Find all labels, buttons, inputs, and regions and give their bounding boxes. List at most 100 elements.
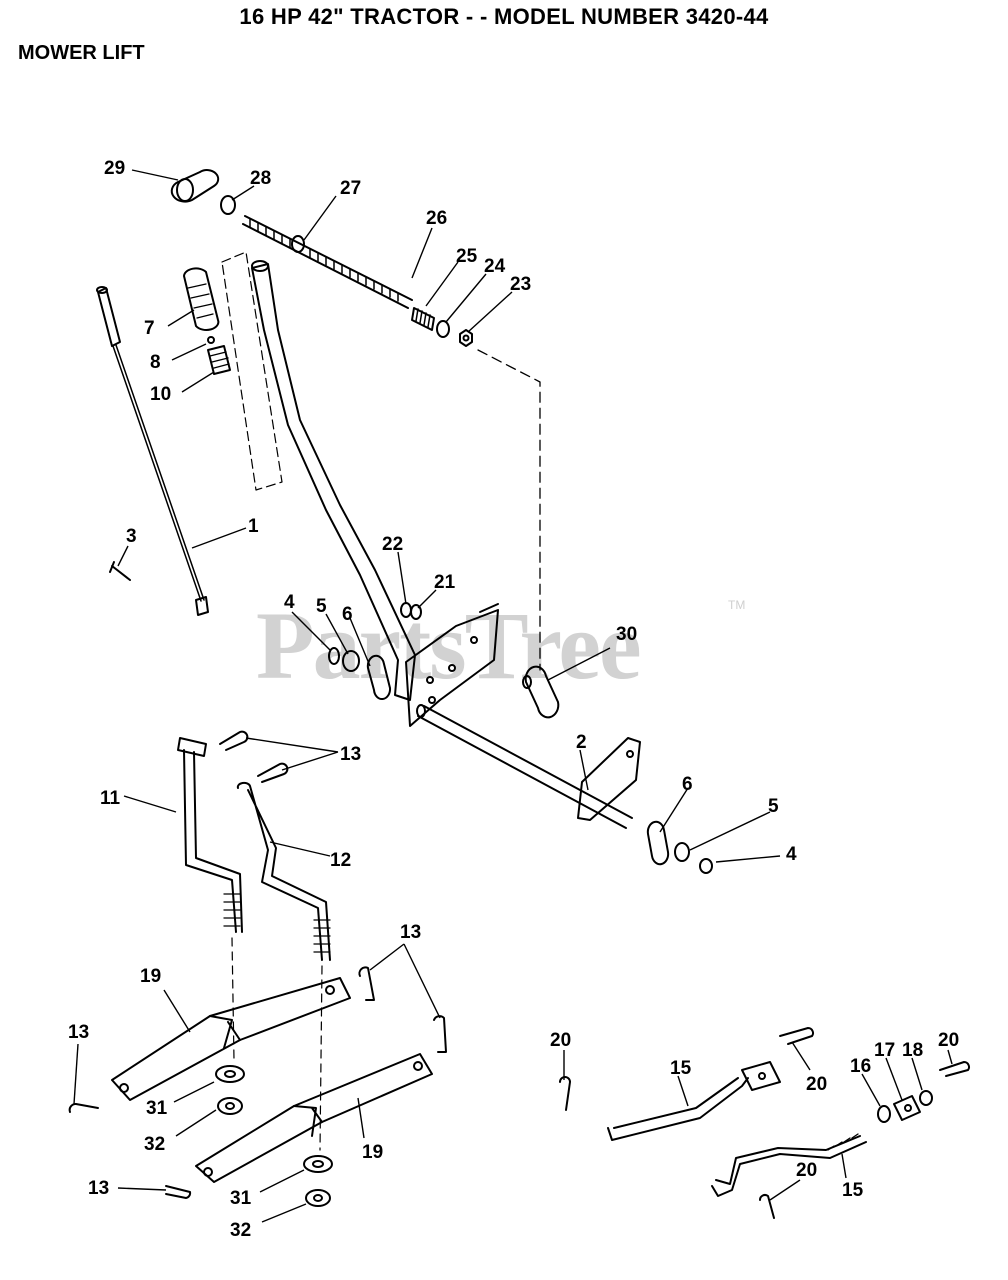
callout-8: 8 [150,352,161,373]
callout-2: 2 [576,732,587,753]
hairpin-20b [779,1027,814,1045]
callout-1: 1 [248,516,259,537]
lift-handle [251,260,416,701]
callout-3: 3 [126,526,137,547]
washer-16 [877,1105,891,1123]
callout-32-upper: 32 [144,1134,165,1155]
callout-30: 30 [616,624,637,645]
callout-11: 11 [100,788,121,809]
callout-32-lower: 32 [230,1220,251,1241]
threaded-rod-27 [242,215,413,309]
swivel-17 [893,1095,921,1121]
hairpin-13d [433,1015,447,1053]
washer-21 [410,604,422,620]
mounting-plate [405,603,499,727]
callout-4-lower: 4 [786,844,797,865]
callout-13-right: 13 [400,922,421,943]
nut-23 [459,329,473,347]
callout-26: 26 [426,208,447,229]
bushing-5b [674,842,690,862]
lift-link-12 [236,781,331,961]
callout-24: 24 [484,256,506,277]
hairpin-13c [358,966,375,1001]
lift-arm-19a [111,977,351,1101]
nut-32a [217,1097,243,1115]
adjust-rod-1 [96,286,209,616]
assembly-line-link11 [231,937,235,1061]
washer-28 [220,195,236,215]
hairpin-20d [759,1194,775,1219]
callout-15-upper: 15 [670,1058,692,1079]
callout-31-lower: 31 [230,1188,252,1209]
callout-28: 28 [250,168,271,189]
callout-13-bottom: 13 [88,1178,109,1199]
lift-arm-19b [195,1053,433,1183]
nut-32b [305,1189,331,1207]
callout-27: 27 [340,178,361,199]
callout-7: 7 [144,318,155,339]
bushing-5a [342,650,360,672]
callout-13-left: 13 [68,1022,89,1043]
hairpin-13a [219,730,249,751]
cap-30 [522,665,560,719]
callout-labels: 29 28 27 26 25 24 23 7 8 10 1 3 22 21 4 … [68,158,959,1241]
clip-4b [699,858,713,874]
callout-12: 12 [330,850,351,871]
hairpin-13b [257,762,289,783]
callout-19-upper: 19 [140,966,161,987]
callout-17: 17 [874,1040,895,1061]
leader-lines [73,169,953,1223]
section-title: MOWER LIFT [18,42,145,64]
bushing-6a [366,654,392,700]
cross-shaft-2 [416,704,641,829]
washer-24 [436,320,450,338]
knob-29 [170,169,220,203]
spring-25 [411,307,435,331]
callout-19-lower: 19 [362,1142,383,1163]
hand-grip-7 [183,267,220,331]
callout-16: 16 [850,1056,871,1077]
callout-20-middle: 20 [806,1074,827,1095]
clip-4a [328,647,340,665]
lift-link-11 [177,737,243,933]
bushing-6b [646,820,670,866]
washer-22 [400,602,412,618]
callout-5-upper: 5 [316,596,327,617]
spacer-31a [215,1065,245,1083]
hairpin-20c [939,1061,970,1077]
callout-5-lower: 5 [768,796,779,817]
spring-10 [207,345,231,375]
callout-6-lower: 6 [682,774,693,795]
callout-20-left: 20 [550,1030,571,1051]
callout-6-upper: 6 [342,604,353,625]
hairpin-13f [165,1185,192,1199]
assembly-line-grip [221,251,283,491]
hairpin-13e [68,1103,99,1113]
hairpin-20a [559,1076,571,1111]
callout-22: 22 [382,534,403,555]
callout-18: 18 [902,1040,923,1061]
callout-21: 21 [434,572,456,593]
callout-25: 25 [456,246,478,267]
callout-29: 29 [104,158,125,179]
watermark: PartsTree [256,592,642,699]
assembly-line-rod [477,349,541,671]
page-title: 16 HP 42" TRACTOR - - MODEL NUMBER 3420-… [239,4,769,29]
pin-3 [109,561,131,581]
callout-4-upper: 4 [284,592,295,613]
callout-20-bottom: 20 [796,1160,817,1181]
callout-13-upper: 13 [340,744,361,765]
callout-23: 23 [510,274,531,295]
assembly-line-link12 [319,965,323,1151]
ball-8 [207,336,215,344]
callout-20-right: 20 [938,1030,959,1051]
callout-10: 10 [150,384,171,405]
nut-18 [919,1090,933,1106]
deck-rod-15b [711,1133,867,1197]
callout-15-lower: 15 [842,1180,864,1201]
callout-31-upper: 31 [146,1098,168,1119]
watermark-trademark: TM [728,598,746,612]
spacer-31b [303,1155,333,1173]
deck-rod-15a [607,1061,781,1141]
